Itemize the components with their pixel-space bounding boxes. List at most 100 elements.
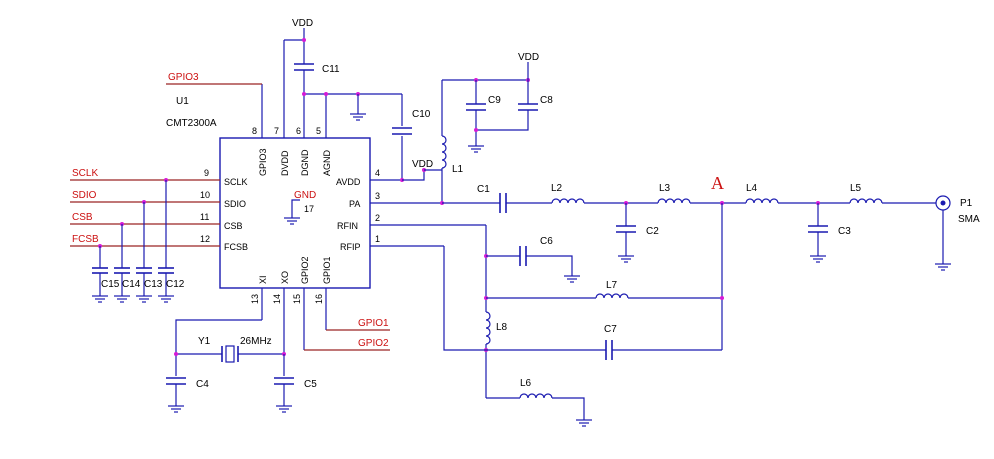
net-label-gpio2: GPIO2 bbox=[358, 338, 389, 349]
chip-part: CMT2300A bbox=[166, 118, 217, 129]
ground-icon bbox=[564, 275, 580, 283]
ground-icon bbox=[136, 295, 152, 303]
pin-num-12: 12 bbox=[200, 234, 210, 244]
label-l1: L1 bbox=[452, 164, 464, 175]
pin-name-dgnd: DGND bbox=[300, 149, 310, 176]
pin-num-10: 10 bbox=[200, 190, 210, 200]
label-c1: C1 bbox=[477, 184, 490, 195]
pin-num-17: 17 bbox=[304, 204, 314, 214]
junction bbox=[474, 128, 478, 132]
pin-num-14: 14 bbox=[272, 294, 282, 304]
label-p1: P1 bbox=[960, 198, 973, 209]
capacitor-c5 bbox=[274, 377, 294, 385]
junction bbox=[174, 352, 178, 356]
inductor-l2 bbox=[551, 198, 585, 204]
vdd-label-pa: VDD bbox=[518, 52, 539, 63]
chip-body bbox=[219, 137, 371, 289]
inductor-l6 bbox=[519, 393, 553, 399]
net-label-csb: CSB bbox=[72, 212, 93, 223]
capacitor-c1 bbox=[499, 193, 507, 213]
pin-name-gpio3: GPIO3 bbox=[258, 148, 268, 176]
capacitor-c11 bbox=[294, 60, 314, 94]
ground-icon bbox=[618, 255, 634, 263]
net-label-fcsb: FCSB bbox=[72, 234, 99, 245]
capacitor-c9 bbox=[466, 103, 486, 111]
junction bbox=[720, 296, 724, 300]
ground-icon bbox=[576, 419, 592, 427]
ground-icon bbox=[114, 295, 130, 303]
ground-icon bbox=[810, 255, 826, 263]
pin-num-5: 5 bbox=[316, 126, 321, 136]
capacitor-c10 bbox=[392, 127, 412, 135]
net-label-gpio1: GPIO1 bbox=[358, 318, 389, 329]
label-c10: C10 bbox=[412, 109, 431, 120]
label-l7: L7 bbox=[606, 280, 618, 291]
capacitor-c3 bbox=[808, 225, 828, 233]
label-c6: C6 bbox=[540, 236, 553, 247]
capacitor-c12 bbox=[158, 267, 174, 274]
pin-name-agnd: AGND bbox=[322, 149, 332, 176]
inductor-l1 bbox=[441, 135, 447, 169]
pin-num-7: 7 bbox=[274, 126, 279, 136]
net-label-gpio3: GPIO3 bbox=[168, 72, 199, 83]
pin-name-gnd: GND bbox=[294, 190, 316, 201]
node-label-a: A bbox=[711, 173, 724, 193]
pin-num-16: 16 bbox=[314, 294, 324, 304]
label-c12: C12 bbox=[166, 279, 185, 290]
vdd-label-avdd: VDD bbox=[412, 159, 433, 170]
label-c15: C15 bbox=[101, 279, 120, 290]
sma-connector-icon bbox=[935, 195, 951, 211]
pin-name-sclk: SCLK bbox=[224, 177, 248, 187]
capacitor-c6 bbox=[519, 246, 527, 266]
label-c2: C2 bbox=[646, 226, 659, 237]
pin-name-xo: XO bbox=[280, 271, 290, 284]
label-l8: L8 bbox=[496, 322, 508, 333]
ground-icon bbox=[168, 405, 184, 413]
pin-name-xi: XI bbox=[258, 275, 268, 284]
pin-name-gpio1: GPIO1 bbox=[322, 256, 332, 284]
pin-name-fcsb: FCSB bbox=[224, 242, 248, 252]
inductor-l5 bbox=[849, 198, 883, 204]
pin-name-avdd: AVDD bbox=[336, 177, 361, 187]
ground-icon bbox=[284, 217, 300, 225]
pin-num-3: 3 bbox=[375, 191, 380, 201]
pin-num-6: 6 bbox=[296, 126, 301, 136]
label-l2: L2 bbox=[551, 183, 563, 194]
junction bbox=[302, 38, 306, 42]
pin-name-sdio: SDIO bbox=[224, 199, 246, 209]
capacitor-c15 bbox=[92, 267, 108, 274]
pin-name-rfin: RFIN bbox=[337, 221, 358, 231]
pin-num-4: 4 bbox=[375, 168, 380, 178]
pin-num-1: 1 bbox=[375, 234, 380, 244]
ground-icon bbox=[158, 295, 174, 303]
pin-num-8: 8 bbox=[252, 126, 257, 136]
ground-icon bbox=[935, 263, 951, 271]
label-c3: C3 bbox=[838, 226, 851, 237]
ground-icon bbox=[276, 405, 292, 413]
label-c4: C4 bbox=[196, 379, 209, 390]
pin-num-11: 11 bbox=[200, 212, 209, 222]
chip-ref: U1 bbox=[176, 96, 189, 107]
label-c14: C14 bbox=[122, 279, 141, 290]
vdd-label-top: VDD bbox=[292, 18, 313, 29]
label-l4: L4 bbox=[746, 183, 758, 194]
label-y1: Y1 bbox=[198, 336, 211, 347]
label-c7: C7 bbox=[604, 324, 617, 335]
label-c5: C5 bbox=[304, 379, 317, 390]
net-label-sdio: SDIO bbox=[72, 190, 97, 201]
inductor-l4 bbox=[745, 198, 779, 204]
ground-icon bbox=[92, 295, 108, 303]
inductor-l8 bbox=[485, 311, 491, 345]
crystal-y1 bbox=[221, 345, 239, 363]
inductor-l7 bbox=[595, 293, 629, 299]
pin-num-9: 9 bbox=[204, 168, 209, 178]
ground-icon bbox=[468, 145, 484, 153]
pin-name-pa: PA bbox=[349, 199, 360, 209]
label-c11: C11 bbox=[322, 64, 340, 75]
capacitor-c14 bbox=[114, 267, 130, 274]
inductor-l3 bbox=[657, 198, 691, 204]
label-c8: C8 bbox=[540, 95, 553, 106]
label-c13: C13 bbox=[144, 279, 163, 290]
label-l5: L5 bbox=[850, 183, 862, 194]
pin-num-13: 13 bbox=[250, 294, 260, 304]
